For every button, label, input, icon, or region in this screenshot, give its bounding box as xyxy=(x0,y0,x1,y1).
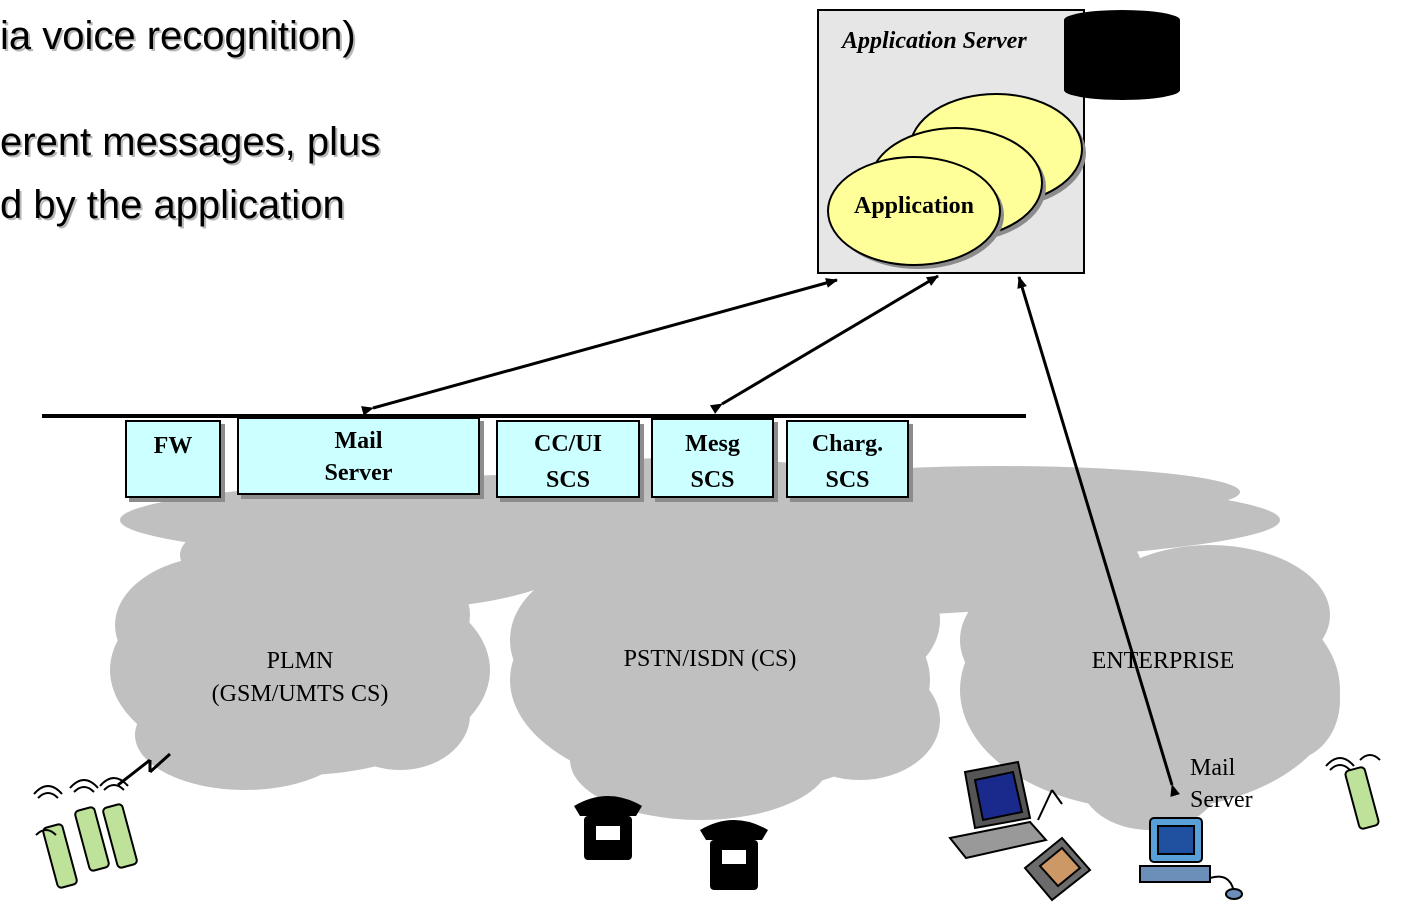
mobile-phone-icon xyxy=(1325,754,1381,830)
enterprise-mail-server-line1: Mail xyxy=(1190,755,1236,781)
database-icon xyxy=(1064,10,1180,100)
mesg-scs-box: Mesg SCS xyxy=(651,418,774,498)
cc-ui-scs-box: CC/UI SCS xyxy=(496,420,640,498)
mesg-scs-label-line2: SCS xyxy=(690,467,735,493)
plmn-label-line1: PLMN xyxy=(266,648,334,674)
pstn-isdn-cloud xyxy=(510,545,940,820)
desk-telephone-icon xyxy=(700,820,768,890)
enterprise-label: ENTERPRISE xyxy=(1091,648,1235,674)
plmn-label: PLMN (GSM/UMTS CS) xyxy=(150,645,450,711)
cc-ui-scs-label-line1: CC/UI xyxy=(533,431,602,457)
application-server-title: Application Server xyxy=(842,28,1027,54)
mail-server-box-label-line2: Server xyxy=(324,460,393,486)
plmn-label-line2: (GSM/UMTS CS) xyxy=(211,681,389,707)
fw-box-label: FW xyxy=(153,433,193,459)
mail-server-box: Mail Server xyxy=(237,417,480,495)
charg-scs-box: Charg. SCS xyxy=(786,420,909,498)
bullet-line-2: erent messages, plus xyxy=(0,120,381,164)
desktop-computer-icon xyxy=(1139,817,1243,900)
charg-scs-label-line1: Charg. xyxy=(811,431,884,457)
charg-scs-label-line2: SCS xyxy=(825,467,870,493)
mobile-phone-icon xyxy=(33,777,138,889)
arrow-mail-server-to-application xyxy=(361,278,838,416)
plmn-cloud xyxy=(110,555,490,790)
pda-icon xyxy=(1023,836,1092,902)
enterprise-mail-server-line2: Server xyxy=(1190,787,1253,813)
mail-server-box-label-line1: Mail xyxy=(334,428,383,454)
arrow-mesg-scs-to-application xyxy=(709,274,939,414)
application-stack xyxy=(827,93,1086,269)
enterprise-mail-server-label: Mail Server xyxy=(1190,752,1253,816)
fw-box: FW xyxy=(125,420,221,498)
application-label: Application xyxy=(853,193,975,219)
bullet-line-3: d by the application xyxy=(0,183,345,227)
desk-telephone-icon xyxy=(574,796,642,860)
cc-ui-scs-label-line2: SCS xyxy=(545,467,591,493)
bullet-line-1: ia voice recognition) xyxy=(0,14,356,58)
pstn-isdn-label: PSTN/ISDN (CS) xyxy=(623,646,797,672)
mesg-scs-label-line1: Mesg xyxy=(685,431,740,457)
arrow-enterprise-mail-to-application xyxy=(1017,276,1180,797)
laptop-icon xyxy=(948,760,1063,860)
